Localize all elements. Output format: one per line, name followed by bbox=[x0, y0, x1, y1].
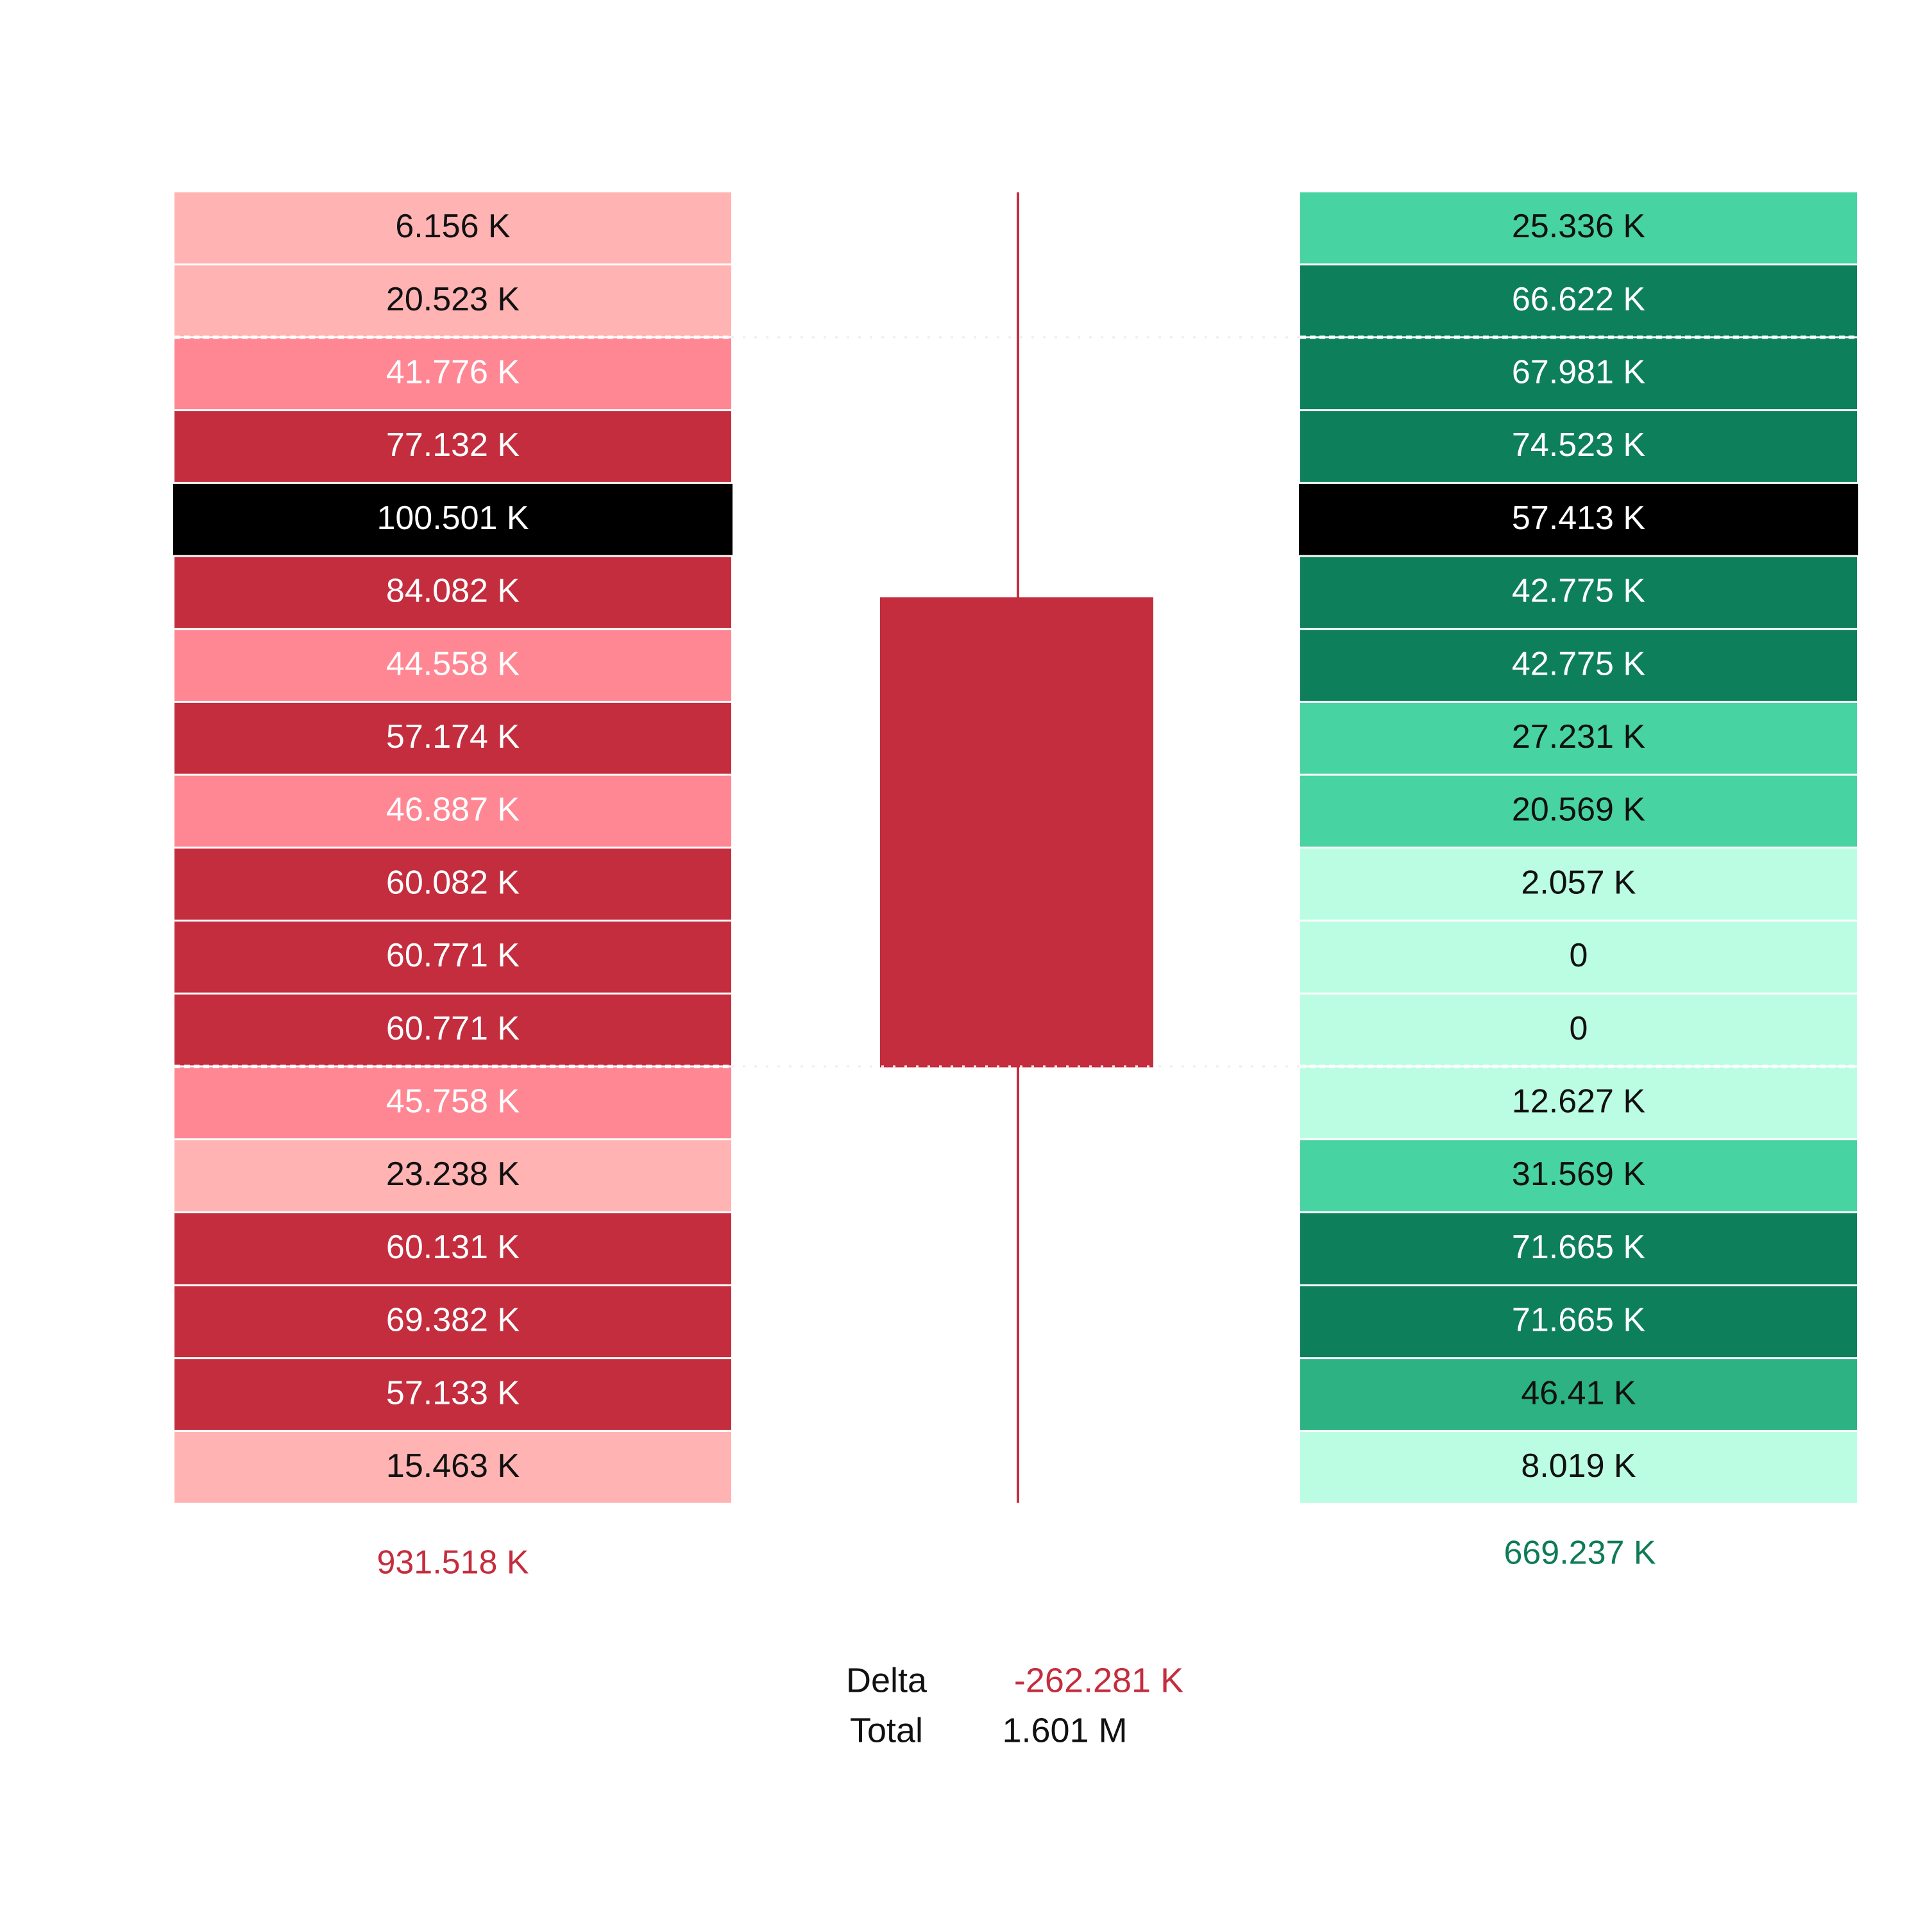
sell-volume-label: 84.082 K bbox=[386, 573, 520, 610]
sell-volume-cell bbox=[174, 702, 731, 774]
sell-volume-label: 41.776 K bbox=[386, 353, 520, 391]
sell-volume-cell bbox=[174, 1359, 731, 1430]
buy-volume-cell bbox=[1300, 702, 1857, 774]
sell-volume-label: 57.174 K bbox=[386, 718, 520, 755]
buy-volume-label: 27.231 K bbox=[1512, 718, 1645, 755]
sell-volume-cell bbox=[174, 1431, 731, 1503]
sell-volume-cell bbox=[174, 1213, 731, 1285]
sell-volume-label: 69.382 K bbox=[386, 1302, 520, 1339]
buy-volume-label: 12.627 K bbox=[1512, 1082, 1645, 1120]
sell-volume-label: 60.771 K bbox=[386, 937, 520, 974]
sell-volume-cell bbox=[174, 994, 731, 1066]
buy-volume-cell bbox=[1300, 1431, 1857, 1503]
sell-volume-cell bbox=[173, 484, 733, 555]
buy-volume-cell bbox=[1300, 1213, 1857, 1285]
sell-volume-cell bbox=[174, 630, 731, 701]
buy-volume-label: 46.41 K bbox=[1521, 1374, 1636, 1411]
buy-volume-column: 25.336 K 66.622 K 67.981 K 74.523 K 57.413 K… bbox=[1299, 192, 1858, 1503]
sell-volume-label: 15.463 K bbox=[386, 1447, 520, 1485]
candlestick bbox=[880, 192, 1153, 1503]
sell-volume-cell bbox=[174, 922, 731, 993]
buy-volume-label: 71.665 K bbox=[1512, 1229, 1645, 1266]
sell-volume-label: 46.887 K bbox=[386, 791, 520, 829]
total-label: Total bbox=[850, 1711, 923, 1749]
sell-volume-label: 100.501 K bbox=[377, 500, 529, 537]
buy-volume-label: 42.775 K bbox=[1512, 573, 1645, 610]
buy-volume-label: 20.569 K bbox=[1512, 791, 1645, 829]
buy-volume-cell bbox=[1300, 1286, 1857, 1358]
buy-volume-label: 0 bbox=[1570, 937, 1588, 974]
buy-volume-label: 42.775 K bbox=[1512, 645, 1645, 682]
buy-volume-cell bbox=[1300, 848, 1857, 920]
buy-volume-label: 74.523 K bbox=[1512, 426, 1645, 464]
delta-label: Delta bbox=[846, 1661, 928, 1699]
buy-volume-label: 25.336 K bbox=[1512, 208, 1645, 245]
buy-volume-cell bbox=[1300, 557, 1857, 628]
sell-volume-cell bbox=[174, 775, 731, 847]
sell-volume-cell bbox=[174, 1067, 731, 1139]
candle-body bbox=[880, 597, 1153, 1068]
sell-volume-label: 20.523 K bbox=[386, 281, 520, 318]
sell-volume-cell bbox=[174, 1140, 731, 1211]
buy-volume-cell bbox=[1300, 775, 1857, 847]
sell-volume-label: 44.558 K bbox=[386, 645, 520, 682]
buy-total: 669.237 K bbox=[1504, 1535, 1656, 1572]
buy-volume-cell bbox=[1300, 994, 1857, 1066]
sell-volume-column: 6.156 K 20.523 K 41.776 K 77.132 K 100.501 K… bbox=[173, 192, 733, 1503]
sell-volume-cell bbox=[174, 338, 731, 410]
buy-volume-cell bbox=[1300, 630, 1857, 701]
delta-value: -262.281 K bbox=[1014, 1661, 1183, 1699]
sell-volume-label: 77.132 K bbox=[386, 426, 520, 464]
total-value: 1.601 M bbox=[1002, 1711, 1127, 1749]
sell-volume-cell bbox=[174, 557, 731, 628]
sell-volume-cell bbox=[174, 1286, 731, 1358]
sell-volume-cell bbox=[174, 411, 731, 482]
buy-volume-cell bbox=[1300, 265, 1857, 337]
sell-volume-label: 45.758 K bbox=[386, 1082, 520, 1120]
buy-volume-cell bbox=[1300, 1067, 1857, 1139]
buy-volume-label: 2.057 K bbox=[1521, 864, 1636, 901]
buy-volume-cell bbox=[1300, 1140, 1857, 1211]
sell-volume-cell bbox=[174, 848, 731, 920]
buy-volume-cell bbox=[1300, 192, 1857, 264]
buy-volume-cell bbox=[1300, 922, 1857, 993]
sell-volume-label: 60.082 K bbox=[386, 864, 520, 901]
sell-volume-label: 6.156 K bbox=[395, 208, 511, 245]
value-area-lines bbox=[174, 335, 1857, 1068]
buy-volume-label: 0 bbox=[1570, 1010, 1588, 1047]
buy-volume-cell bbox=[1300, 338, 1857, 410]
buy-volume-label: 57.413 K bbox=[1512, 500, 1645, 537]
buy-volume-label: 66.622 K bbox=[1512, 281, 1645, 318]
sell-volume-label: 60.131 K bbox=[386, 1229, 520, 1266]
sell-volume-cell bbox=[174, 192, 731, 264]
buy-volume-label: 8.019 K bbox=[1521, 1447, 1636, 1485]
buy-volume-label: 67.981 K bbox=[1512, 353, 1645, 391]
sell-volume-cell bbox=[174, 265, 731, 337]
buy-volume-cell bbox=[1300, 411, 1857, 482]
buy-volume-cell bbox=[1299, 484, 1858, 555]
sell-volume-label: 23.238 K bbox=[386, 1156, 520, 1193]
sell-volume-label: 60.771 K bbox=[386, 1010, 520, 1047]
buy-volume-cell bbox=[1300, 1359, 1857, 1430]
buy-volume-label: 71.665 K bbox=[1512, 1302, 1645, 1339]
sell-total: 931.518 K bbox=[377, 1544, 529, 1581]
sell-volume-label: 57.133 K bbox=[386, 1374, 520, 1411]
buy-volume-label: 31.569 K bbox=[1512, 1156, 1645, 1193]
